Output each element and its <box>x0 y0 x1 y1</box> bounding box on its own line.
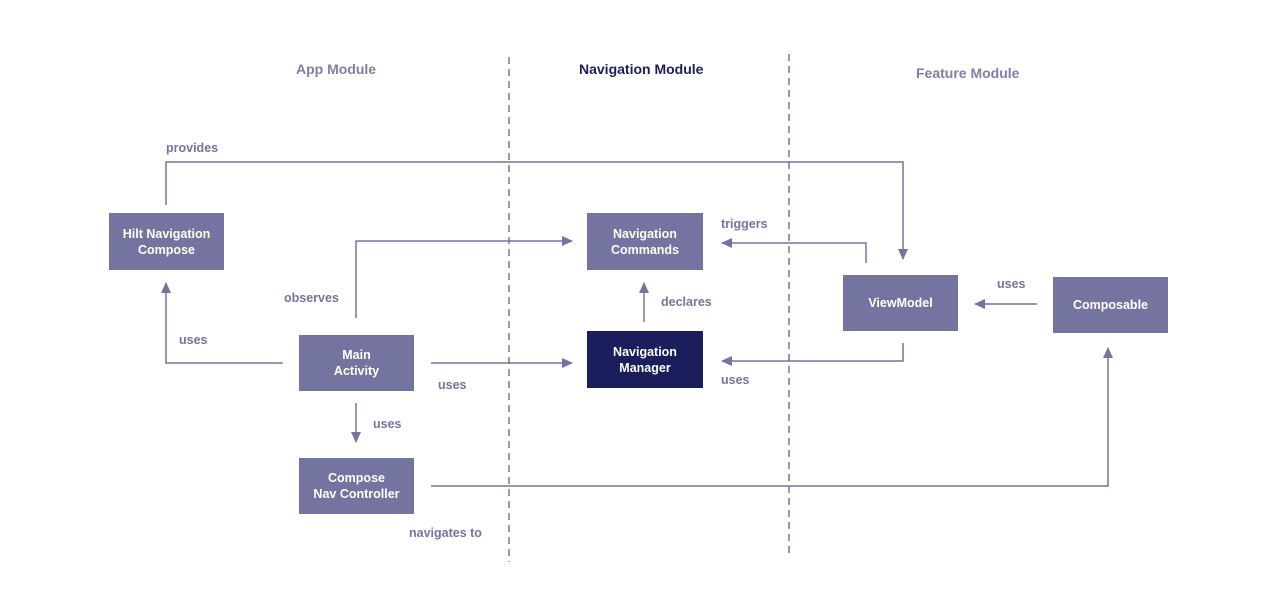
feature-module-heading: Feature Module <box>916 65 1020 81</box>
edge-viewmodel-triggers-commands <box>721 238 867 263</box>
navigates-to-label: navigates to <box>409 526 482 540</box>
viewmodel-label: ViewModel <box>868 296 933 310</box>
compose-nav-controller-label: Compose Nav Controller <box>313 471 400 501</box>
edge-mainactivity-observes-commands <box>355 236 573 318</box>
uses-composable-viewmodel-label: uses <box>997 277 1026 291</box>
uses-manager-label: uses <box>438 378 467 392</box>
hilt-navigation-compose-node: Hilt Navigation Compose <box>109 213 224 270</box>
compose-nav-controller-node: Compose Nav Controller <box>299 458 414 514</box>
composable-node: Composable <box>1053 277 1168 333</box>
main-activity-node: Main Activity <box>299 335 414 391</box>
navigation-module-heading: Navigation Module <box>579 61 704 77</box>
navigation-manager-label: Navigation Manager <box>613 344 677 375</box>
provides-label: provides <box>166 141 219 155</box>
declares-label: declares <box>661 295 712 309</box>
uses-controller-label: uses <box>373 417 402 431</box>
navigation-commands-node: Navigation Commands <box>587 213 703 270</box>
navigation-manager-node: Navigation Manager <box>587 331 703 388</box>
hilt-navigation-compose-label: Hilt Navigation Compose <box>122 226 211 257</box>
triggers-label: triggers <box>721 217 768 231</box>
uses-viewmodel-manager-label: uses <box>721 373 750 387</box>
edge-hilt-provides-viewmodel <box>165 161 908 260</box>
edge-controller-navigates-composable <box>431 347 1113 487</box>
viewmodel-node: ViewModel <box>843 275 958 331</box>
observes-label: observes <box>284 291 339 305</box>
app-module-heading: App Module <box>296 61 377 77</box>
navigation-commands-label: Navigation Commands <box>610 226 680 257</box>
main-activity-label: Main Activity <box>333 348 380 378</box>
composable-label: Composable <box>1072 298 1148 312</box>
edge-mainactivity-uses-hilt <box>161 282 283 364</box>
uses-hilt-label: uses <box>179 333 208 347</box>
edge-viewmodel-uses-manager <box>721 343 904 366</box>
